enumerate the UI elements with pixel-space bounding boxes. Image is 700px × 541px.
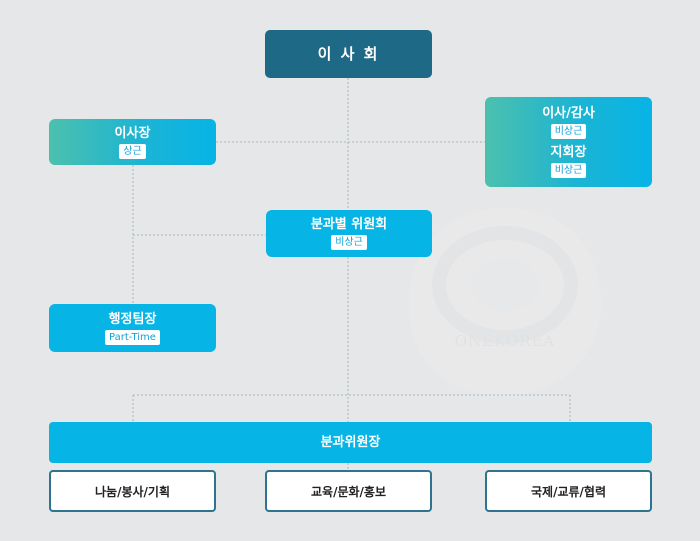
board-title: 이 사 회: [317, 45, 380, 63]
admin-title: 행정팀장: [108, 311, 157, 327]
subcommittee-badge: 비상근: [331, 235, 367, 250]
directors-title: 이사/감사: [542, 106, 595, 121]
chairman-title: 이사장: [114, 125, 151, 141]
chairman-box: 이사장 상근: [49, 119, 216, 165]
directors-box: 이사/감사 비상근 지회장 비상근: [485, 97, 652, 187]
division-label: 나눔/봉사/기획: [94, 484, 170, 499]
subcommittee-box: 분과별 위원회 비상근: [266, 210, 432, 257]
watermark-text: ONEKOREA: [454, 332, 556, 350]
subcommittee-title: 분과별 위원회: [310, 217, 388, 232]
branch-head-title: 지회장: [550, 145, 587, 160]
directors-badge: 비상근: [550, 124, 587, 139]
watermark-logo: ONEKOREA: [405, 200, 605, 400]
division-box: 교육/문화/홍보: [265, 470, 432, 512]
division-label: 국제/교류/협력: [530, 484, 606, 499]
board-box: 이 사 회: [265, 30, 432, 78]
admin-box: 행정팀장 Part-Time: [49, 304, 216, 352]
chairs-title: 분과위원장: [320, 434, 381, 450]
division-label: 교육/문화/홍보: [310, 484, 386, 499]
chairman-badge: 상근: [119, 143, 146, 159]
division-box: 나눔/봉사/기획: [49, 470, 216, 512]
admin-badge: Part-Time: [105, 329, 160, 345]
division-box: 국제/교류/협력: [485, 470, 652, 512]
branch-head-badge: 비상근: [550, 163, 587, 178]
chairs-bar: 분과위원장: [49, 422, 652, 463]
